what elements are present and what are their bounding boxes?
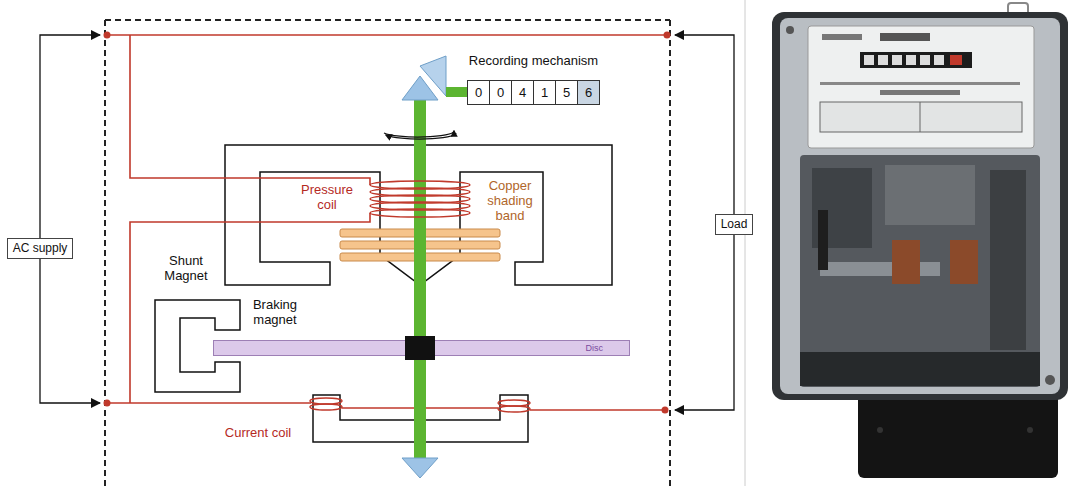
counter-digit: 5 bbox=[555, 80, 578, 105]
node-text: 0 bbox=[497, 85, 504, 100]
node-text: 6 bbox=[585, 85, 592, 100]
terminal-block bbox=[800, 352, 1040, 386]
photo-part bbox=[990, 170, 1026, 350]
photo-digit bbox=[892, 55, 902, 65]
panel-separator bbox=[745, 0, 746, 486]
coil-turn bbox=[498, 406, 530, 412]
photo-part bbox=[885, 165, 975, 225]
band-label: Copper shading band bbox=[479, 178, 541, 223]
terminal-dot bbox=[104, 32, 111, 39]
node-text: 4 bbox=[519, 85, 526, 100]
cover-screw bbox=[786, 26, 794, 34]
coil-label: Pressure coil bbox=[295, 182, 359, 212]
label-text: Copper shading band bbox=[479, 178, 541, 223]
photo-digit bbox=[906, 55, 916, 65]
counter-digit: 6 bbox=[577, 80, 600, 105]
disc-hub bbox=[405, 336, 435, 360]
terminal-dot bbox=[662, 407, 669, 414]
meter-internals bbox=[800, 155, 1040, 387]
coil-turn bbox=[498, 400, 530, 406]
photo-digit bbox=[864, 55, 874, 65]
meter-housing bbox=[772, 12, 1068, 400]
meter-cover bbox=[780, 18, 1060, 394]
plate-print bbox=[820, 82, 1020, 85]
current-wire bbox=[530, 409, 665, 411]
coil-label: Current coil bbox=[225, 425, 291, 440]
photo-digit bbox=[950, 55, 962, 65]
coil-turn bbox=[310, 398, 342, 404]
photo-counter bbox=[860, 52, 972, 68]
label-text: Pressure coil bbox=[295, 182, 359, 212]
node-text: 1 bbox=[541, 85, 548, 100]
counter-shaft bbox=[446, 87, 468, 97]
rotation-arrow bbox=[384, 131, 454, 137]
spindle-end bbox=[402, 458, 438, 478]
counter-digit: 0 bbox=[489, 80, 512, 105]
node-text: Disc bbox=[213, 340, 630, 356]
counter-digit: 1 bbox=[533, 80, 556, 105]
photo-disc bbox=[820, 262, 940, 276]
photo-digit bbox=[934, 55, 944, 65]
node-text: AC supply bbox=[13, 241, 68, 255]
counter-digit: 4 bbox=[511, 80, 534, 105]
recording-counter: Recording mechanism004156 bbox=[467, 53, 600, 105]
name-plate bbox=[808, 26, 1034, 148]
terminal-dot bbox=[104, 400, 111, 407]
terminal-dots bbox=[104, 32, 671, 414]
plate-print bbox=[920, 102, 921, 132]
node-text: 5 bbox=[563, 85, 570, 100]
outline-right bbox=[669, 20, 671, 486]
wiring bbox=[107, 35, 667, 410]
current-wire bbox=[107, 402, 311, 404]
photo-coil bbox=[892, 240, 920, 284]
label-text: Shunt Magnet bbox=[157, 253, 215, 283]
magnet-label: Braking magnet bbox=[243, 297, 307, 327]
meter-photo bbox=[772, 3, 1068, 478]
meter-disc: Disc bbox=[213, 340, 630, 356]
coil-turn bbox=[310, 404, 342, 410]
terminal-dot bbox=[664, 32, 671, 39]
node-text: Recording mechanism bbox=[467, 53, 600, 68]
current-coil bbox=[310, 398, 530, 412]
plate-print bbox=[880, 90, 960, 95]
photo-coil bbox=[950, 240, 978, 284]
photo-digit bbox=[878, 55, 888, 65]
node-text: Load bbox=[721, 217, 748, 231]
label-text: Braking magnet bbox=[243, 297, 307, 327]
meter-outline bbox=[105, 20, 670, 486]
load-tag: Load bbox=[715, 214, 754, 235]
photo-part bbox=[818, 210, 828, 270]
disc-shape bbox=[213, 340, 630, 356]
outline-left bbox=[104, 20, 106, 486]
base-hole bbox=[1027, 427, 1033, 433]
pressure-wire bbox=[130, 213, 370, 403]
plate-print bbox=[880, 33, 930, 41]
counter-digit: 0 bbox=[467, 80, 490, 105]
coil-turn bbox=[370, 209, 470, 217]
node-text: 0 bbox=[475, 85, 482, 100]
pressure-coil bbox=[370, 181, 470, 217]
cover-screw bbox=[1045, 375, 1055, 385]
photo-digit bbox=[920, 55, 930, 65]
plate-print bbox=[822, 34, 862, 40]
pressure-wire bbox=[130, 35, 370, 185]
spindle bbox=[414, 98, 426, 460]
bevel-gear bbox=[420, 56, 446, 96]
supply-tag: AC supply bbox=[7, 238, 74, 259]
supply-bracket bbox=[40, 35, 100, 403]
supply-wire bbox=[107, 34, 667, 36]
base-hole bbox=[877, 427, 883, 433]
magnet-label: Shunt Magnet bbox=[157, 253, 215, 283]
plate-table bbox=[820, 102, 1022, 132]
label-text: Current coil bbox=[225, 425, 291, 440]
outline-top bbox=[105, 19, 670, 21]
